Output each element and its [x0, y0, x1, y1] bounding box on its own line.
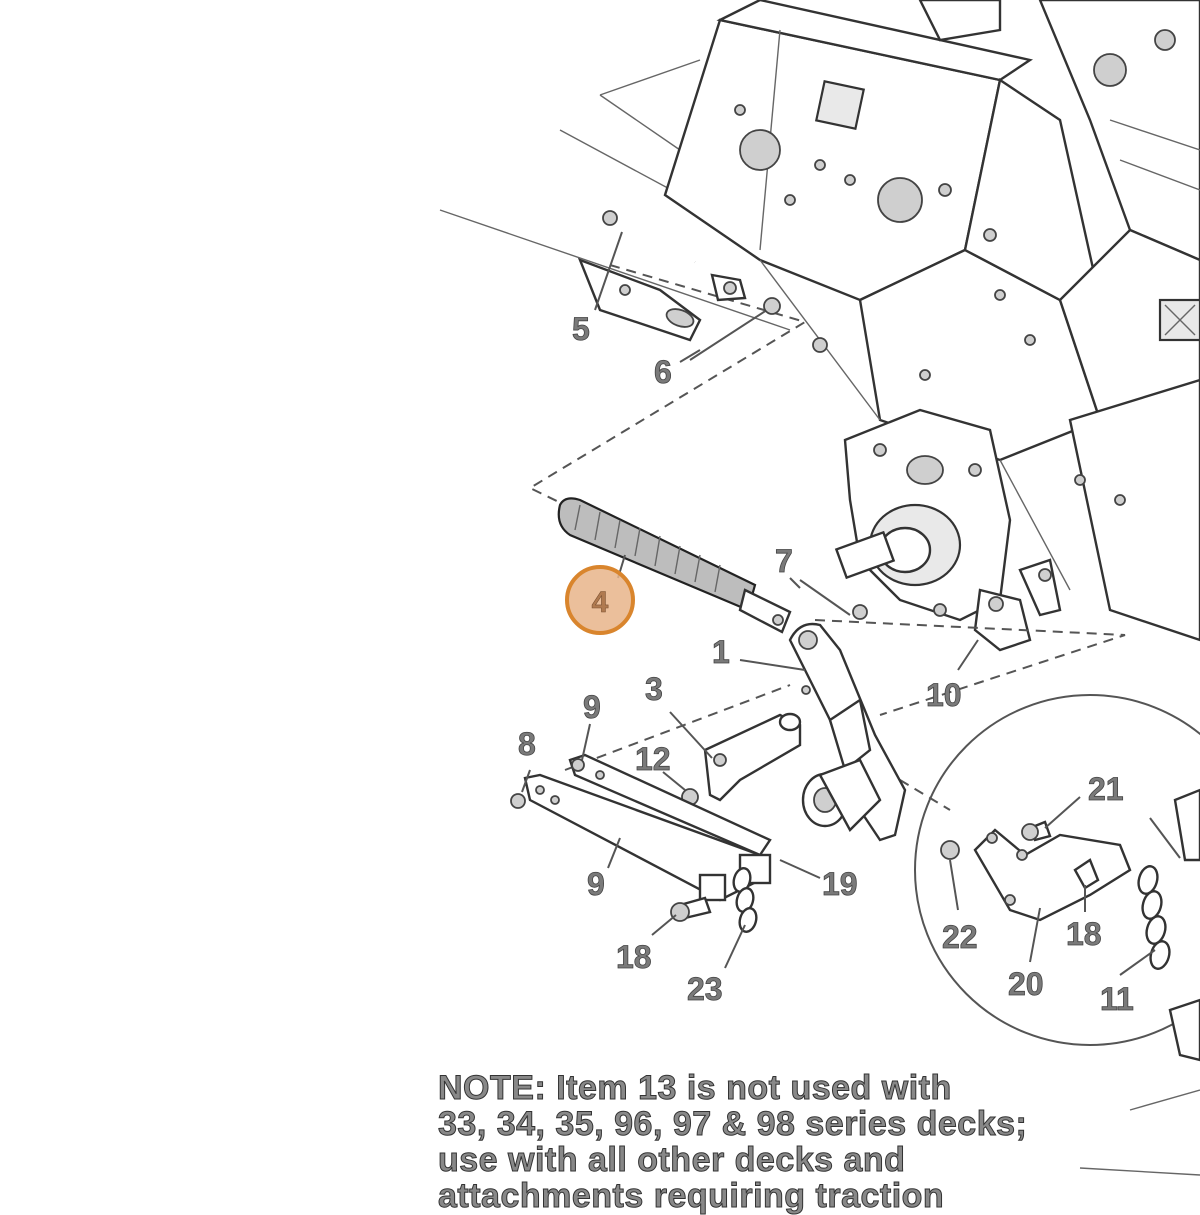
nut-item-8: [510, 793, 526, 809]
callout-22: 22: [942, 919, 978, 955]
callout-20: 20: [1008, 966, 1044, 1002]
leader-lines: [521, 231, 1181, 976]
highlight-label: 4: [592, 586, 609, 619]
callout-18-detail: 18: [1066, 916, 1102, 952]
lever-item-1: [788, 622, 907, 842]
callout-11: 11: [1100, 981, 1134, 1017]
callout-10: 10: [926, 677, 962, 713]
callout-labels: 5 6 7 1 3 10 9 8 12 21 9 19 18 23 22 18 …: [518, 311, 1135, 1018]
callout-7: 7: [775, 543, 793, 579]
bolt-item-6: [689, 297, 781, 361]
cotter-pin-item-7: [799, 579, 868, 620]
callout-9-bottom: 9: [587, 866, 605, 902]
callout-9-top: 9: [583, 689, 601, 725]
callout-12: 12: [635, 741, 671, 777]
callout-1: 1: [712, 634, 730, 670]
pin-rod: [577, 210, 747, 342]
edge-fragment: [1079, 1089, 1200, 1176]
callout-21: 21: [1088, 771, 1124, 807]
pin-item-18: [670, 896, 712, 922]
highlight-marker: [565, 565, 635, 635]
tractor-frame: [439, 0, 1200, 642]
pivot-item-3: [703, 712, 882, 832]
detail-view: [914, 694, 1200, 1062]
callout-6: 6: [654, 354, 672, 390]
spring-item-4: [557, 497, 792, 634]
callout-23: 23: [687, 971, 723, 1007]
transaxle: [834, 408, 1062, 652]
callout-8: 8: [518, 726, 536, 762]
callout-3: 3: [645, 671, 663, 707]
note-text: NOTE: Item 13 is not used with 33, 34, 3…: [438, 1069, 1028, 1215]
callout-19: 19: [822, 866, 858, 902]
chain-item-23: [732, 867, 758, 933]
callout-5: 5: [572, 311, 590, 347]
callout-18-main: 18: [616, 939, 652, 975]
